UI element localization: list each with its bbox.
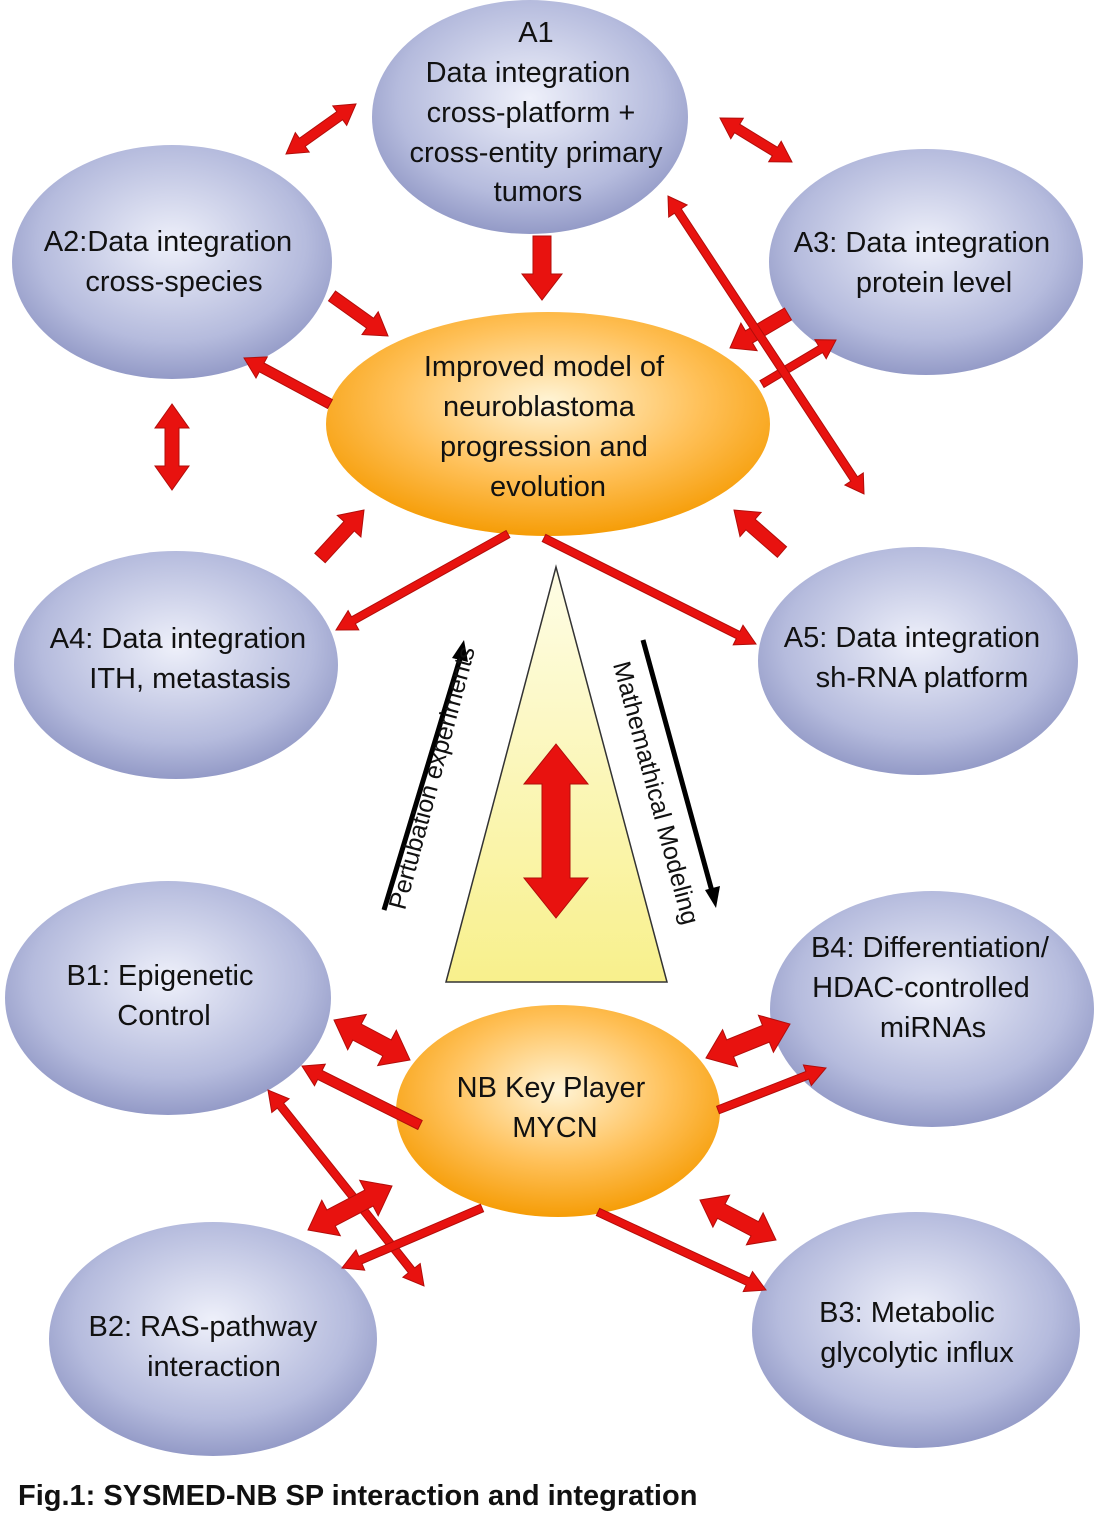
node-b2-text: B2: RAS-pathway interaction [89, 1311, 326, 1383]
arrow-center-a5 [541, 533, 757, 646]
arrow-b4-mycn [705, 1014, 791, 1068]
arrow-center-a2 [243, 356, 334, 410]
node-a5-text: A5: Data integration sh-RNA platform [784, 622, 1048, 694]
node-a1-text: A1 Data integration cross-platform + cro… [409, 17, 670, 208]
perturbation-label: Pertubation experiments [384, 643, 481, 912]
node-a5 [758, 547, 1078, 775]
arrow-center-a3 [759, 339, 837, 389]
node-b1-text: B1: Epigenetic Control [66, 960, 261, 1032]
arrow-a1-a2 [285, 103, 357, 155]
node-b4-text: B4: Differentiation/ HDAC-controlled miR… [811, 932, 1057, 1044]
node-improved-model [326, 312, 770, 536]
node-a2 [12, 145, 332, 379]
arrow-layer [154, 103, 865, 1293]
arrow-a5-center [733, 509, 788, 559]
node-a4-text: A4: Data integration ITH, metastasis [50, 623, 314, 695]
arrow-b1-b2 [267, 1089, 425, 1287]
arrow-mycn-b4 [715, 1064, 827, 1115]
arrow-a2-a4 [154, 403, 190, 491]
arrow-mycn-b2-double [307, 1179, 393, 1237]
node-improved-model-text: Improved model of neuroblastoma progress… [424, 351, 672, 503]
node-b1 [5, 881, 331, 1115]
modeling-arrow [640, 639, 720, 908]
arrow-mycn-b2 [341, 1203, 485, 1271]
node-mycn-text: NB Key Player MYCN [457, 1072, 654, 1144]
arrow-mycn-b1 [301, 1063, 423, 1131]
node-b3-text: B3: Metabolic glycolytic influx [819, 1297, 1014, 1369]
node-a4 [14, 551, 338, 779]
perturbation-arrow [381, 640, 468, 911]
node-b2 [49, 1222, 377, 1456]
arrow-center-a4 [335, 529, 511, 631]
node-a3 [769, 149, 1083, 375]
arrow-triangle-center [522, 743, 590, 919]
node-b4 [770, 891, 1094, 1127]
arrow-mycn-b3 [595, 1207, 767, 1293]
arrow-a4-center [314, 509, 365, 564]
diagram-canvas: Pertubation experiments Mathemathical Mo… [5, 0, 1094, 1456]
arrow-a1-a5 [667, 195, 865, 495]
figure-caption: Fig.1: SYSMED-NB SP interaction and inte… [18, 1480, 698, 1512]
node-mycn [396, 1005, 720, 1217]
node-a3-text: A3: Data integration protein level [794, 227, 1058, 299]
node-b3 [752, 1212, 1080, 1448]
node-a2-text: A2:Data integration cross-species [44, 226, 300, 298]
arrow-b1-mycn [333, 1013, 411, 1067]
arrow-a2-center [327, 290, 389, 337]
arrow-a1-center [520, 235, 564, 301]
arrow-b3-mycn [699, 1194, 777, 1246]
arrow-a1-a3 [719, 117, 793, 163]
node-a1 [372, 0, 688, 234]
